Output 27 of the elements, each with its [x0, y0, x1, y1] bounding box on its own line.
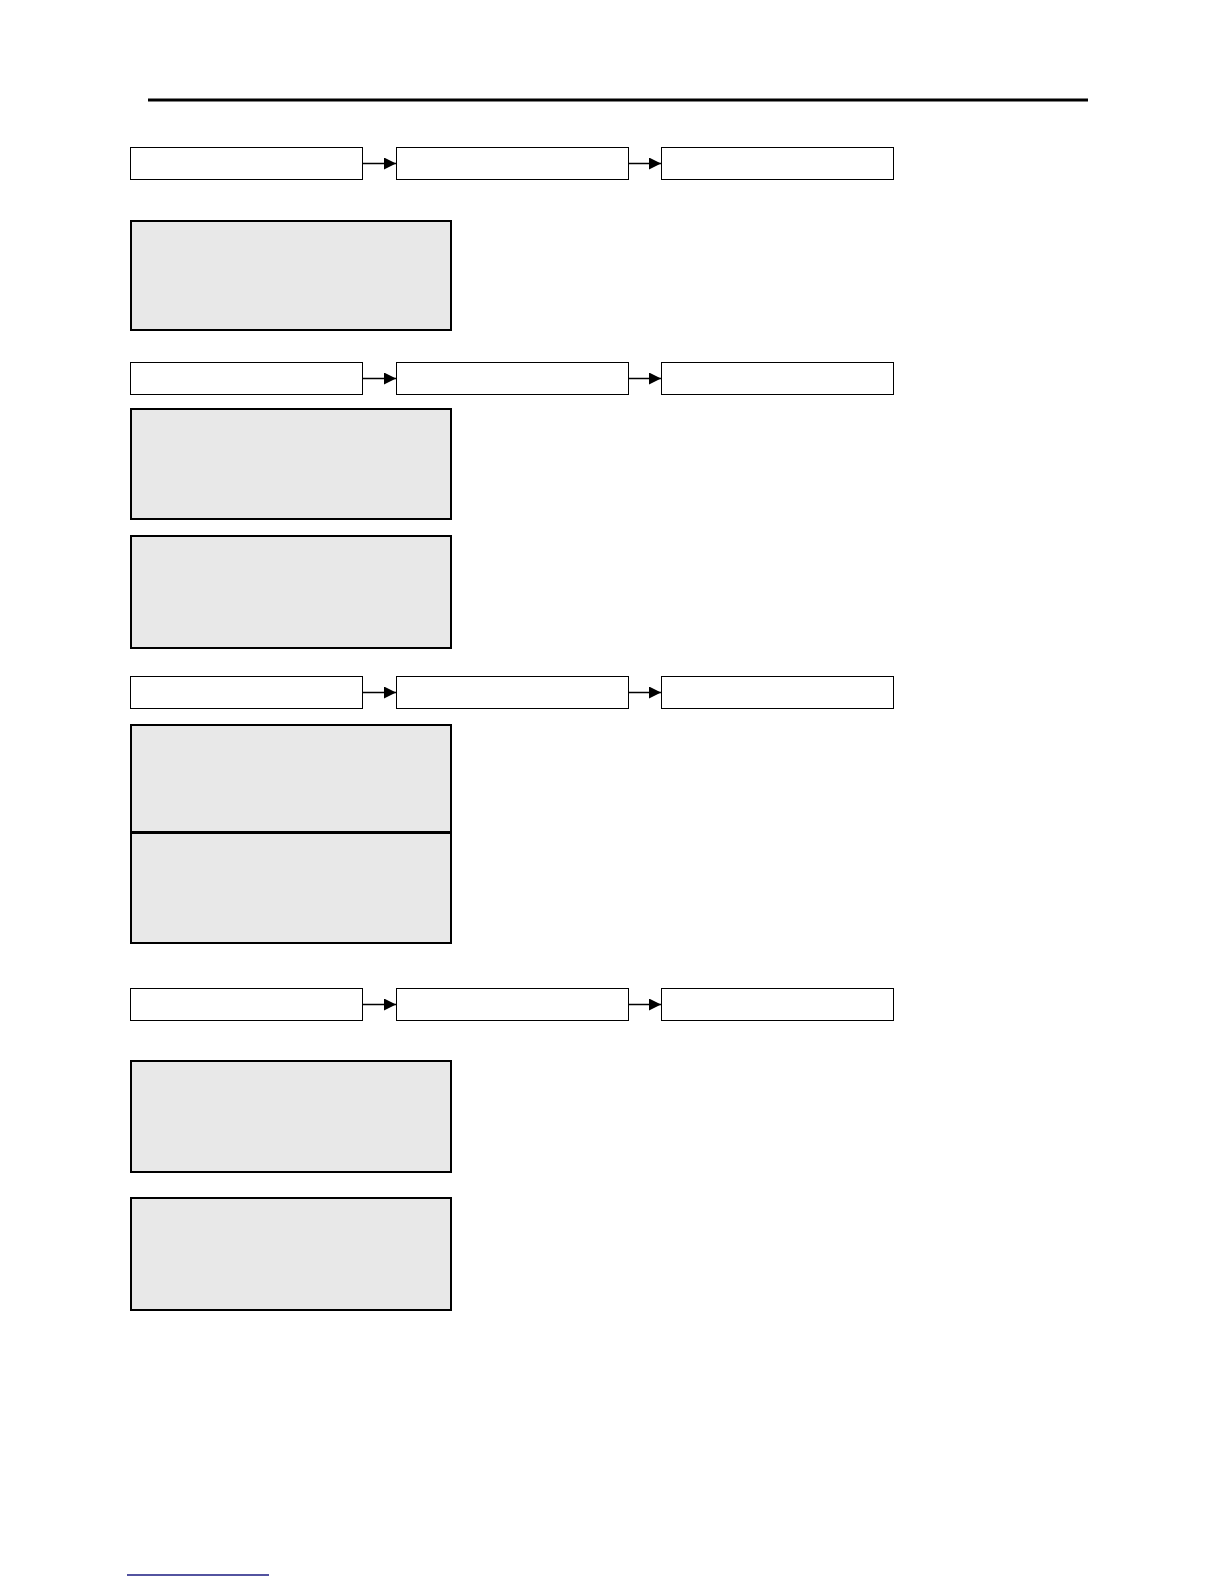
- step-box: [661, 676, 894, 709]
- step-box: [130, 362, 363, 395]
- step-box: [396, 988, 629, 1021]
- panel-box: [130, 1060, 452, 1173]
- arrow: [628, 372, 662, 385]
- step-box: [396, 147, 629, 180]
- step-box: [130, 147, 363, 180]
- step-box: [661, 362, 894, 395]
- arrow: [362, 686, 397, 699]
- step-box: [396, 676, 629, 709]
- arrow: [628, 998, 662, 1011]
- step-box: [396, 362, 629, 395]
- step-box: [130, 988, 363, 1021]
- step-box: [661, 147, 894, 180]
- panel-box: [130, 535, 452, 649]
- panel-box: [130, 724, 452, 833]
- arrow: [362, 157, 397, 170]
- arrow: [628, 686, 662, 699]
- step-box: [130, 676, 363, 709]
- arrow: [362, 372, 397, 385]
- panel-box: [130, 408, 452, 520]
- panel-box: [130, 1197, 452, 1311]
- arrow: [362, 998, 397, 1011]
- panel-box: [130, 220, 452, 331]
- arrow: [628, 157, 662, 170]
- step-box: [661, 988, 894, 1021]
- panel-box: [130, 832, 452, 944]
